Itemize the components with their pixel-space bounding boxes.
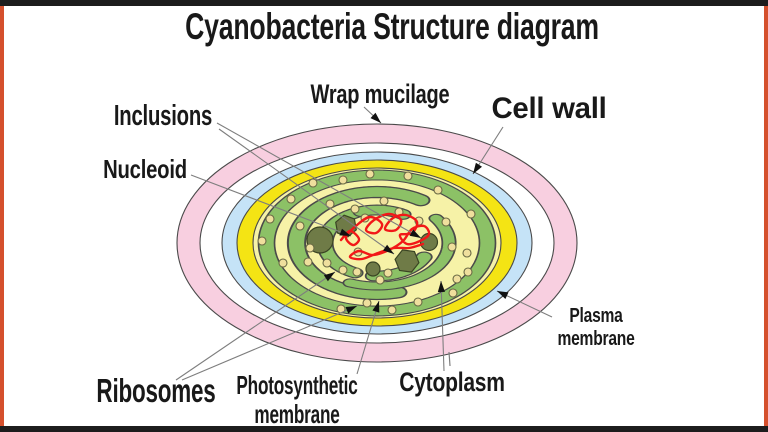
- cell-wall-leader-arrowhead: [473, 162, 482, 174]
- ribosome-dot: [257, 236, 267, 246]
- ribosome-dot: [338, 265, 348, 275]
- ribosome-dot: [447, 242, 457, 252]
- ribosome-dot: [403, 171, 413, 181]
- label-plasma-membrane-line2: membrane: [557, 327, 635, 350]
- label-nucleoid: Nucleoid: [103, 154, 187, 184]
- ribosome-dot: [305, 243, 315, 253]
- label-cell-wall: Cell wall: [491, 92, 607, 125]
- frame-right-border: [764, 0, 768, 432]
- frame-left-border: [0, 0, 4, 432]
- ribosome-dot: [338, 175, 348, 185]
- ribosome-dot: [278, 258, 288, 268]
- label-cytoplasm: Cytoplasm: [399, 367, 505, 397]
- frame-top-bar: [0, 0, 768, 6]
- ribosome-dot: [286, 194, 296, 204]
- nucleoid-leader-arrowhead: [339, 228, 351, 236]
- inclusions-leader-b-arrowhead: [383, 244, 394, 254]
- page-title: Cyanobacteria Structure diagram: [185, 6, 599, 47]
- ribosome-dot: [441, 217, 451, 227]
- ribosomes-leader-a-line: [175, 271, 336, 381]
- plasma-membrane-leader-arrowhead: [497, 291, 509, 299]
- thylakoid-outer-ring: [259, 170, 495, 316]
- cytoplasm-leader-arrowhead: [437, 281, 445, 293]
- inclusions-leader-a-line: [216, 122, 422, 239]
- label-photosynthetic-membrane: Photosynthetic membrane: [236, 370, 358, 430]
- frame-bottom-bar: [0, 426, 768, 432]
- ribosome-dot: [433, 185, 443, 195]
- ribosome-dot: [452, 274, 462, 284]
- ribosomes-leader-a-arrowhead: [323, 272, 335, 282]
- thylakoid-right-arc: [344, 214, 455, 290]
- photosynthetic-leader-arrowhead: [372, 301, 380, 313]
- label-wrap-mucilage: Wrap mucilage: [310, 79, 450, 109]
- ribosome-dot: [462, 248, 472, 258]
- label-ribosomes: Ribosomes: [96, 372, 216, 409]
- ribosome-dot: [265, 214, 275, 224]
- tick-mark: [448, 351, 451, 367]
- label-plasma-membrane: Plasma membrane: [557, 305, 634, 350]
- ribosome-dot: [365, 169, 375, 179]
- ribosome-dot: [413, 297, 423, 307]
- cytoplasm-leader-line: [440, 280, 445, 372]
- wrap-mucilage-leader-arrowhead: [370, 112, 381, 123]
- ribosome-dot: [303, 257, 313, 267]
- label-inclusions: Inclusions: [113, 100, 213, 132]
- ribosome-dot: [379, 196, 389, 206]
- ribosome-dot: [448, 288, 458, 298]
- ribosomes-leader-b-line: [181, 305, 358, 381]
- nucleoid-dna: [339, 212, 431, 261]
- ribosome-dot: [352, 267, 362, 277]
- nucleoid-leader-line: [190, 174, 352, 237]
- ribosome-dot: [375, 275, 385, 285]
- ribosome-dot: [322, 258, 332, 268]
- inclusions-leader-b-line: [218, 128, 395, 255]
- ribosome-dot: [295, 221, 305, 231]
- ribosomes-leader-b-arrowhead: [345, 306, 357, 314]
- ribosome-dot: [466, 209, 476, 219]
- label-photosynthetic-membrane-line1: Photosynthetic: [236, 370, 358, 400]
- inclusion-granule: [365, 261, 381, 277]
- label-plasma-membrane-line1: Plasma: [569, 305, 623, 327]
- ribosome-dot: [383, 268, 393, 278]
- label-photosynthetic-membrane-line2: membrane: [254, 399, 340, 430]
- ribosome-dot: [362, 298, 372, 308]
- ribosome-dot: [463, 267, 473, 277]
- thylakoid-left-top-arc: [288, 187, 429, 299]
- inclusions-leader-a-arrowhead: [409, 229, 421, 238]
- inclusion-granule-hexagon: [394, 249, 420, 273]
- ribosome-dot: [308, 178, 318, 188]
- photosynthetic-leader-line: [356, 300, 380, 375]
- ribosome-dot: [387, 305, 397, 315]
- ribosome-dot: [350, 204, 360, 214]
